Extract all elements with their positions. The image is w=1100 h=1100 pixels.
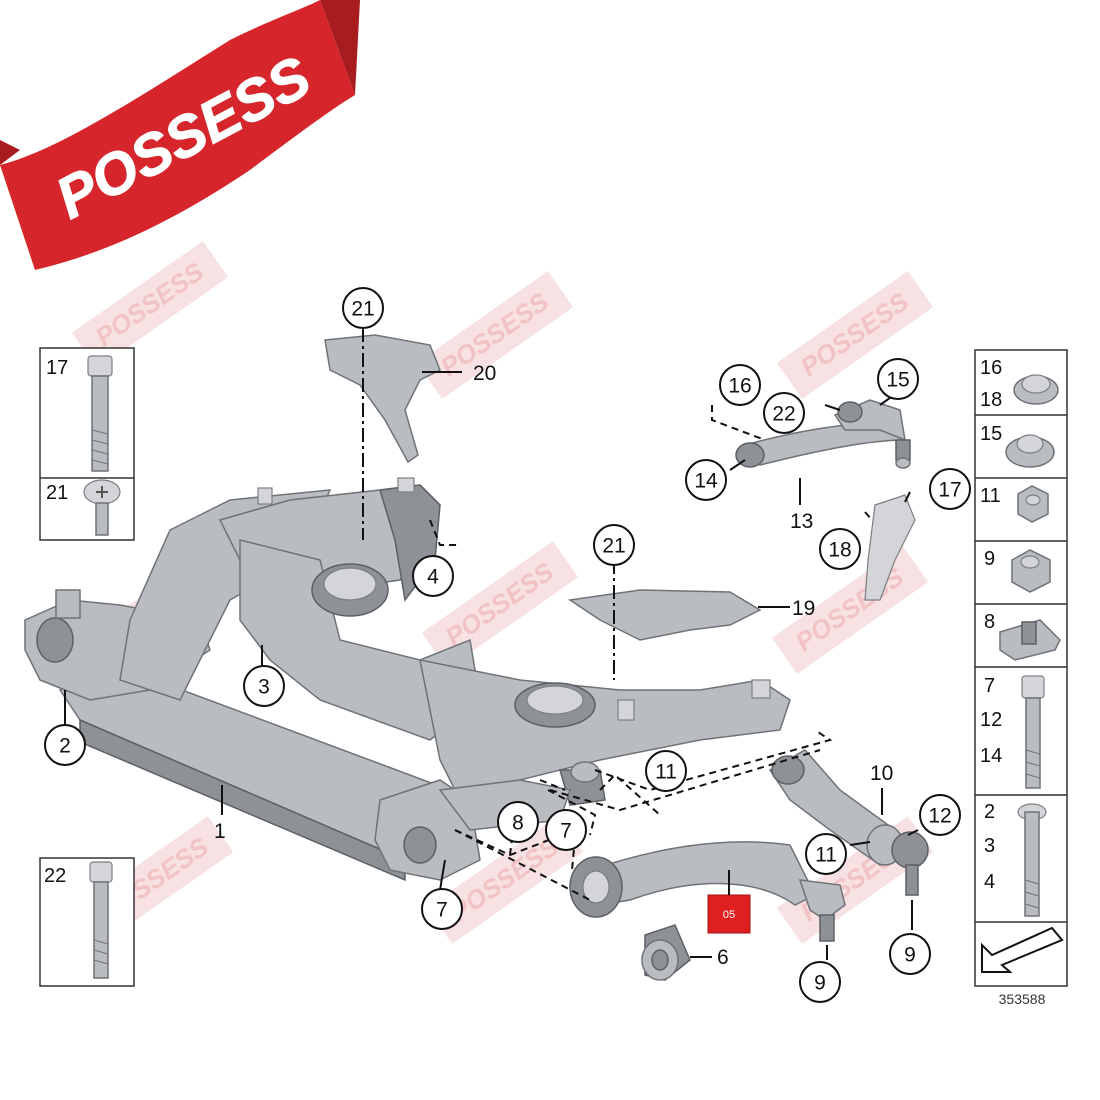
- callout-17: 17: [929, 468, 971, 510]
- svg-text:16: 16: [728, 375, 751, 398]
- callout-16: 16: [719, 364, 761, 406]
- svg-text:16: 16: [980, 357, 1002, 379]
- svg-text:2: 2: [59, 735, 71, 758]
- nut-icon: [1011, 549, 1051, 593]
- callout-4: 4: [412, 555, 454, 597]
- svg-text:POSSESS: POSSESS: [440, 556, 560, 652]
- svg-text:17: 17: [46, 357, 68, 379]
- callout-15: 15: [877, 358, 919, 400]
- rubber-mount: [641, 924, 691, 981]
- leader-lines: [64, 328, 919, 960]
- collar-nut-icon: [1005, 434, 1055, 468]
- callout-7-left: 7: [421, 888, 463, 930]
- svg-text:7: 7: [436, 899, 448, 922]
- flange-bolt-icon: [1017, 803, 1047, 917]
- plain-labels: 20 1 19 13 10 6: [214, 362, 893, 969]
- label-13: 13: [790, 510, 813, 533]
- svg-text:21: 21: [46, 482, 68, 504]
- svg-text:15: 15: [886, 369, 909, 392]
- flange-nut-icon: [1013, 374, 1059, 405]
- svg-text:4: 4: [984, 871, 995, 893]
- svg-text:3: 3: [984, 835, 995, 857]
- callout-9-left: 9: [799, 961, 841, 1003]
- clip-nut-icon: [999, 619, 1061, 661]
- callout-9-right: 9: [889, 933, 931, 975]
- callout-21-top: 21: [342, 287, 384, 329]
- hex-nut-icon: [1017, 485, 1049, 523]
- callout-11-lower: 11: [805, 833, 847, 875]
- svg-text:2: 2: [984, 801, 995, 823]
- label-20: 20: [473, 362, 496, 385]
- direction-arrow-icon: [981, 926, 1064, 973]
- callout-18: 18: [819, 528, 861, 570]
- svg-text:4: 4: [427, 566, 439, 589]
- callout-22: 22: [763, 392, 805, 434]
- red-tag-label: 05: [723, 909, 735, 921]
- label-1: 1: [214, 820, 226, 843]
- callout-8: 8: [497, 801, 539, 843]
- label-19: 19: [792, 597, 815, 620]
- front-axle-subframe: [24, 477, 791, 882]
- heat-shield-upper: [324, 334, 441, 464]
- svg-text:17: 17: [938, 479, 961, 502]
- svg-text:14: 14: [694, 470, 718, 493]
- heat-shield-lower: [567, 589, 762, 641]
- bolt-icon: [87, 355, 113, 472]
- svg-text:9: 9: [904, 944, 916, 967]
- svg-text:7: 7: [560, 820, 572, 843]
- callout-14: 14: [685, 459, 727, 501]
- right-fastener-panel: 16 18 15 11 9 8 7 12 14: [974, 349, 1068, 987]
- callout-12: 12: [919, 794, 961, 836]
- svg-text:15: 15: [980, 423, 1002, 445]
- callout-11-upper: 11: [645, 750, 687, 792]
- bolt-long-icon: [1021, 675, 1045, 789]
- diagram-number: 353588: [999, 991, 1046, 1007]
- svg-text:22: 22: [772, 403, 795, 426]
- label-6: 6: [717, 946, 729, 969]
- svg-text:14: 14: [980, 745, 1002, 767]
- svg-text:11: 11: [815, 844, 837, 867]
- svg-text:POSSESS: POSSESS: [90, 256, 210, 352]
- callout-21-mid: 21: [593, 524, 635, 566]
- svg-text:18: 18: [980, 389, 1002, 411]
- left-fastener-panel: 17 21 22: [39, 347, 135, 987]
- svg-text:22: 22: [44, 865, 66, 887]
- svg-text:8: 8: [984, 611, 995, 633]
- red-tag: 05: [707, 894, 751, 934]
- svg-text:3: 3: [258, 676, 270, 699]
- tension-strut: [768, 749, 929, 896]
- callout-7-mid: 7: [545, 809, 587, 851]
- svg-text:9: 9: [814, 972, 826, 995]
- svg-text:12: 12: [980, 709, 1002, 731]
- callout-2: 2: [44, 724, 86, 766]
- svg-text:12: 12: [928, 805, 951, 828]
- brand-banner-logo: POSSESS: [0, 0, 360, 270]
- svg-text:11: 11: [980, 485, 1001, 507]
- svg-text:9: 9: [984, 548, 995, 570]
- svg-text:21: 21: [351, 298, 374, 321]
- lower-control-arm: [569, 841, 846, 942]
- svg-text:21: 21: [602, 535, 625, 558]
- label-10: 10: [870, 762, 893, 785]
- long-bolt-icon: [89, 861, 113, 979]
- screw-icon: [83, 479, 121, 536]
- svg-text:11: 11: [655, 761, 677, 784]
- callout-3: 3: [243, 665, 285, 707]
- callouts: 21 4 3 2 21 16 22 15 14 17 18 11 8 7 7 1…: [44, 287, 971, 1003]
- svg-text:7: 7: [984, 675, 995, 697]
- svg-text:18: 18: [828, 539, 851, 562]
- upper-control-arm: [735, 399, 911, 469]
- svg-text:8: 8: [512, 812, 524, 835]
